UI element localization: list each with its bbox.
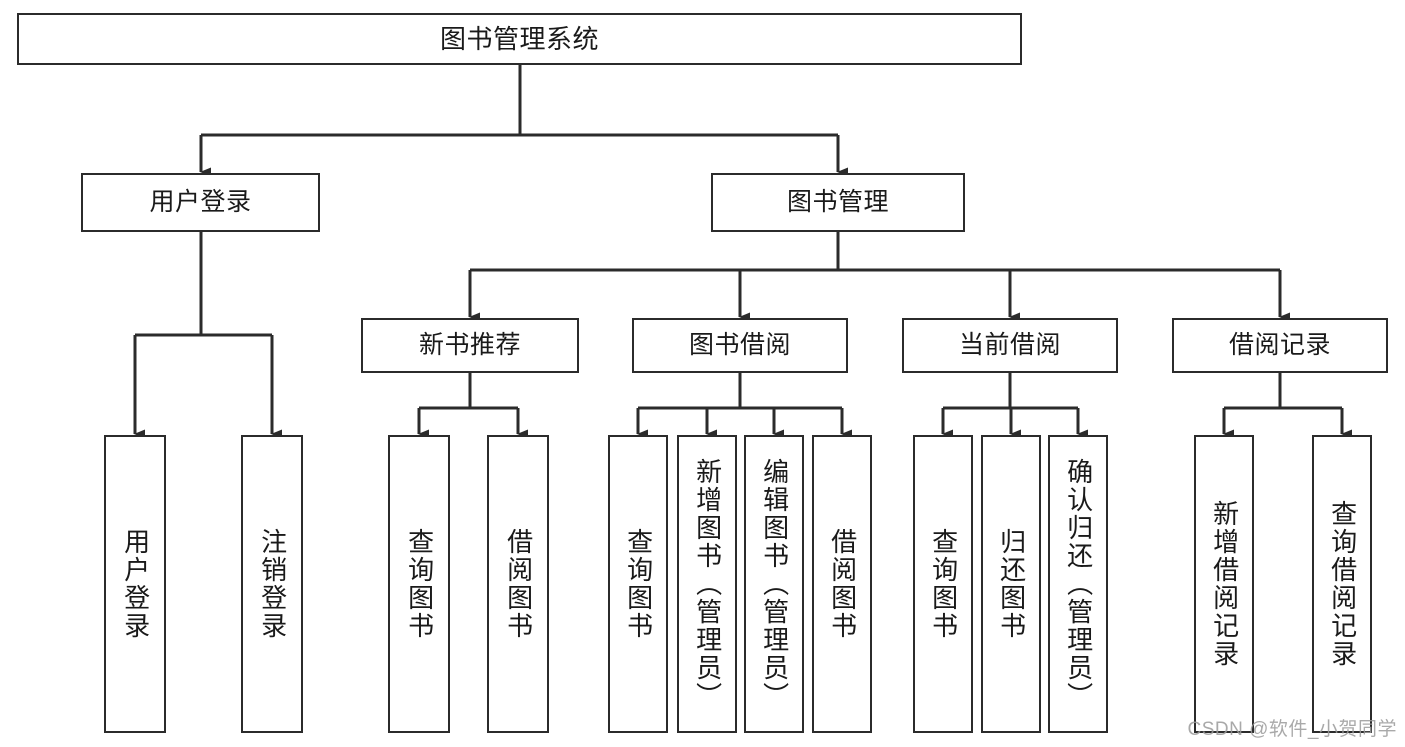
- node-bookmgmt[interactable]: 图书管理: [711, 173, 965, 232]
- node-label: 编辑图书（管理员）: [759, 458, 790, 710]
- node-label: 查询图书: [928, 528, 959, 640]
- node-label: 新增借阅记录: [1209, 500, 1240, 668]
- node-label: 借阅记录: [1228, 330, 1331, 359]
- node-rc_add[interactable]: 新增借阅记录: [1194, 435, 1254, 733]
- node-login_in[interactable]: 用户登录: [104, 435, 166, 733]
- node-bw_borrow[interactable]: 借阅图书: [812, 435, 872, 733]
- node-label: 查询借阅记录: [1327, 500, 1358, 668]
- node-label: 图书借阅: [688, 330, 791, 359]
- node-label: 确认归还（管理员）: [1063, 458, 1094, 710]
- node-label: 归还图书: [996, 528, 1027, 640]
- node-label: 借阅图书: [827, 528, 858, 640]
- node-label: 图书管理系统: [439, 23, 599, 54]
- node-current[interactable]: 当前借阅: [902, 318, 1118, 373]
- node-label: 用户登录: [120, 528, 151, 640]
- node-bw_query[interactable]: 查询图书: [608, 435, 668, 733]
- node-login[interactable]: 用户登录: [81, 173, 320, 232]
- node-label: 查询图书: [404, 528, 435, 640]
- node-borrow[interactable]: 图书借阅: [632, 318, 848, 373]
- node-label: 借阅图书: [503, 528, 534, 640]
- node-label: 当前借阅: [958, 330, 1061, 359]
- node-bw_edit[interactable]: 编辑图书（管理员）: [744, 435, 804, 733]
- node-bw_add[interactable]: 新增图书（管理员）: [677, 435, 737, 733]
- node-newbook[interactable]: 新书推荐: [361, 318, 579, 373]
- node-rc_query[interactable]: 查询借阅记录: [1312, 435, 1372, 733]
- node-cu_query[interactable]: 查询图书: [913, 435, 973, 733]
- node-label: 查询图书: [623, 528, 654, 640]
- node-label: 新书推荐: [418, 330, 521, 359]
- edge-layer: [133, 65, 1352, 439]
- node-login_out[interactable]: 注销登录: [241, 435, 303, 733]
- node-root[interactable]: 图书管理系统: [17, 13, 1022, 65]
- watermark-label: CSDN @软件_小贺同学: [1187, 719, 1397, 740]
- node-records[interactable]: 借阅记录: [1172, 318, 1388, 373]
- node-label: 新增图书（管理员）: [692, 458, 723, 710]
- node-cu_confirm[interactable]: 确认归还（管理员）: [1048, 435, 1108, 733]
- node-cu_return[interactable]: 归还图书: [981, 435, 1041, 733]
- node-label: 注销登录: [257, 528, 288, 640]
- node-label: 用户登录: [149, 187, 252, 216]
- node-nb_query[interactable]: 查询图书: [388, 435, 450, 733]
- node-nb_borrow[interactable]: 借阅图书: [487, 435, 549, 733]
- node-label: 图书管理: [786, 187, 889, 216]
